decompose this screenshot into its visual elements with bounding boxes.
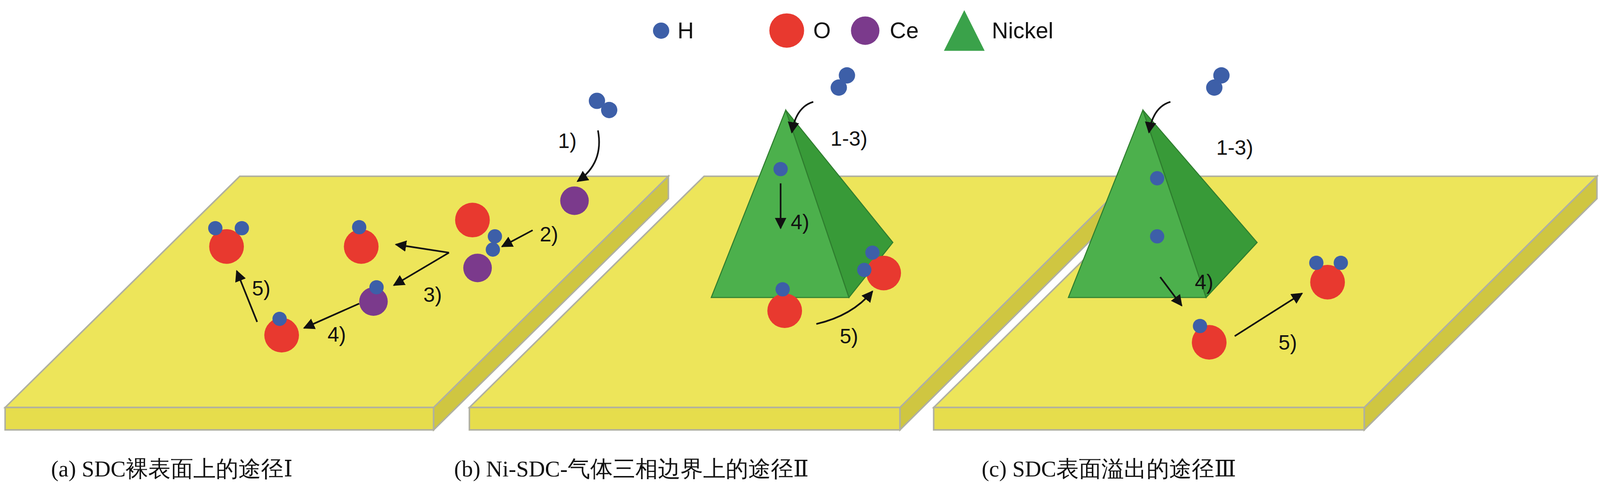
step-number: 4) bbox=[1194, 270, 1214, 294]
panel-caption: (c) SDC表面溢出的途径Ⅲ bbox=[981, 456, 1237, 482]
step-arrow bbox=[236, 102, 1302, 337]
step-number: 1-3) bbox=[1216, 136, 1254, 160]
step-number: 5) bbox=[839, 325, 859, 349]
step-number: 1-3) bbox=[830, 127, 868, 151]
step-number: 1) bbox=[558, 129, 577, 153]
step-number: 4) bbox=[790, 210, 810, 234]
legend-swatch bbox=[769, 13, 805, 48]
atom bbox=[208, 67, 1349, 360]
panel-caption: (b) Ni-SDC-气体三相边界上的途径Ⅱ bbox=[454, 456, 809, 482]
legend-text: Ce bbox=[889, 18, 919, 43]
legend-swatch bbox=[850, 16, 880, 45]
step-number: 3) bbox=[423, 283, 443, 307]
legend-text: H bbox=[677, 18, 694, 43]
step-number: 5) bbox=[251, 277, 271, 301]
sdc-slab bbox=[4, 176, 1597, 431]
step-number: 2) bbox=[539, 223, 559, 247]
legend-text: O bbox=[813, 18, 831, 43]
legend-swatch bbox=[653, 22, 670, 39]
step-number: 5) bbox=[1278, 331, 1297, 355]
legend-swatch bbox=[943, 10, 985, 52]
legend-text: Nickel bbox=[991, 18, 1054, 43]
panel-caption: (a) SDC裸表面上的途径Ⅰ bbox=[51, 456, 293, 482]
step-number: 4) bbox=[327, 322, 346, 346]
nickel-pyramid bbox=[711, 110, 1258, 298]
